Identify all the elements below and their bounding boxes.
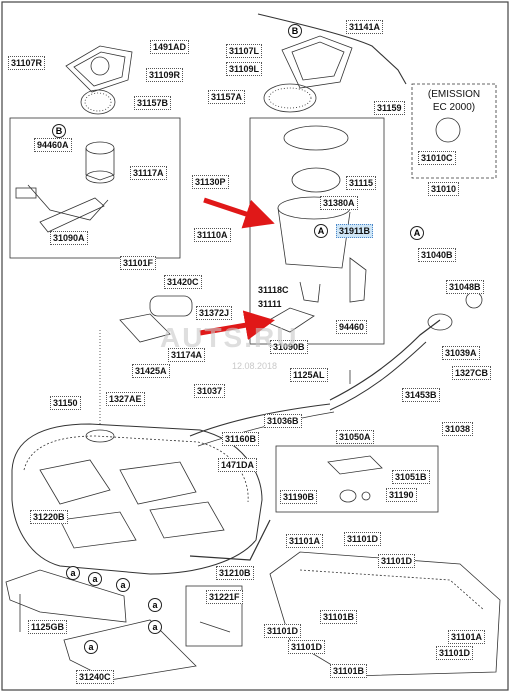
part-label[interactable]: 31040B bbox=[418, 248, 456, 262]
part-label[interactable]: 31036B bbox=[264, 414, 302, 428]
heat-shield-left bbox=[5, 569, 127, 623]
part-label[interactable]: 31220B bbox=[30, 510, 68, 524]
part-label[interactable]: 31107R bbox=[8, 56, 46, 70]
sensor-box bbox=[275, 445, 439, 513]
part-label[interactable]: 31130P bbox=[192, 175, 229, 189]
part-label[interactable]: 31372J bbox=[196, 306, 233, 320]
pad-box bbox=[185, 585, 243, 647]
ref-circle-b: B bbox=[288, 24, 302, 38]
part-label-highlighted[interactable]: 31911B bbox=[336, 224, 374, 238]
part-label[interactable]: 31174A bbox=[168, 348, 206, 362]
ref-circle-a-small: a bbox=[116, 578, 130, 592]
part-label[interactable]: 31240C bbox=[76, 670, 114, 684]
part-label[interactable]: 31090B bbox=[270, 340, 308, 354]
part-label[interactable]: 31420C bbox=[164, 275, 202, 289]
canister bbox=[149, 295, 193, 317]
part-label[interactable]: 31380A bbox=[320, 196, 358, 210]
part-label[interactable]: 31117A bbox=[130, 166, 167, 180]
part-label[interactable]: 31141A bbox=[346, 20, 384, 34]
highlight-arrows bbox=[199, 197, 275, 341]
part-label[interactable]: 31101B bbox=[320, 610, 358, 624]
part-label[interactable]: 31039A bbox=[442, 346, 480, 360]
part-label[interactable]: 1125AL bbox=[290, 368, 328, 382]
emission-box bbox=[411, 83, 497, 179]
part-label[interactable]: 31101D bbox=[264, 624, 302, 638]
part-label[interactable]: 31048B bbox=[446, 280, 484, 294]
part-label[interactable]: 31107L bbox=[226, 44, 263, 58]
part-label[interactable]: 1327CB bbox=[452, 366, 492, 380]
watermark-brand: AUTS.RU bbox=[160, 322, 299, 353]
ref-circle-a-small: a bbox=[148, 598, 162, 612]
emission-note-line2: EC 2000) bbox=[432, 102, 476, 113]
part-label[interactable]: 31210B bbox=[216, 566, 254, 580]
part-label[interactable]: 31190B bbox=[280, 490, 318, 504]
part-label[interactable]: 31190 bbox=[386, 488, 417, 502]
part-label[interactable]: 1327AE bbox=[106, 392, 145, 406]
part-label[interactable]: 31157A bbox=[208, 90, 246, 104]
filler-neck bbox=[329, 319, 441, 401]
ref-circle-a: A bbox=[410, 226, 424, 240]
part-label[interactable]: 31010C bbox=[418, 151, 456, 165]
part-label[interactable]: 31453B bbox=[402, 388, 440, 402]
part-label[interactable]: 94460A bbox=[34, 138, 72, 152]
part-label[interactable]: 1491AD bbox=[150, 40, 190, 54]
part-label[interactable]: 31101A bbox=[448, 630, 486, 644]
sender-box bbox=[9, 117, 181, 259]
vent-tube bbox=[257, 13, 407, 85]
fuel-tank bbox=[11, 423, 263, 575]
emission-note: (EMISSION EC 2000) bbox=[416, 88, 492, 114]
part-label[interactable]: 31109R bbox=[146, 68, 184, 82]
part-label[interactable]: 31101D bbox=[344, 532, 382, 546]
ref-circle-a-small: a bbox=[66, 566, 80, 580]
part-label[interactable]: 1125GB bbox=[28, 620, 68, 634]
part-label[interactable]: 31221F bbox=[206, 590, 243, 604]
part-label[interactable]: 31111 bbox=[258, 299, 282, 309]
part-label[interactable]: 1471DA bbox=[218, 458, 258, 472]
part-label[interactable]: 31090A bbox=[50, 231, 88, 245]
part-label[interactable]: 31157B bbox=[134, 96, 172, 110]
ref-circle-b: B bbox=[52, 124, 66, 138]
ref-circle-a: A bbox=[314, 224, 328, 238]
part-label[interactable]: 31101A bbox=[286, 534, 324, 548]
part-label[interactable]: 31101D bbox=[436, 646, 474, 660]
emission-cap bbox=[435, 117, 461, 143]
watermark-date: 12.08.2018 bbox=[232, 361, 278, 371]
ref-circle-a-small: a bbox=[88, 572, 102, 586]
pump-box bbox=[249, 117, 385, 345]
part-label[interactable]: 31425A bbox=[132, 364, 170, 378]
part-label[interactable]: 31051B bbox=[392, 470, 430, 484]
part-label[interactable]: 31038 bbox=[442, 422, 474, 436]
part-label[interactable]: 31101F bbox=[120, 256, 157, 270]
ref-circle-a-small: a bbox=[148, 620, 162, 634]
part-label[interactable]: 31037 bbox=[194, 384, 226, 398]
ref-circle-a-small: a bbox=[84, 640, 98, 654]
part-label[interactable]: 31159 bbox=[374, 101, 405, 115]
part-label[interactable]: 31110A bbox=[194, 228, 231, 242]
part-label[interactable]: 31101D bbox=[378, 554, 416, 568]
part-label[interactable]: 31150 bbox=[50, 396, 81, 410]
part-label[interactable]: 31050A bbox=[336, 430, 374, 444]
cover-plate-left bbox=[65, 45, 133, 115]
part-label[interactable]: 31115 bbox=[346, 176, 377, 190]
part-label[interactable]: 31010 bbox=[428, 182, 460, 196]
part-label[interactable]: 31160B bbox=[222, 432, 260, 446]
cover-plate-right bbox=[263, 35, 353, 113]
part-label[interactable]: 31101D bbox=[288, 640, 326, 654]
part-label[interactable]: 31118C bbox=[258, 285, 289, 295]
part-label[interactable]: 31101B bbox=[330, 664, 368, 678]
emission-note-line1: (EMISSION bbox=[427, 89, 481, 100]
part-label[interactable]: 94460 bbox=[336, 320, 368, 334]
part-label[interactable]: 31109L bbox=[226, 62, 263, 76]
heat-shield-lower bbox=[63, 619, 197, 681]
